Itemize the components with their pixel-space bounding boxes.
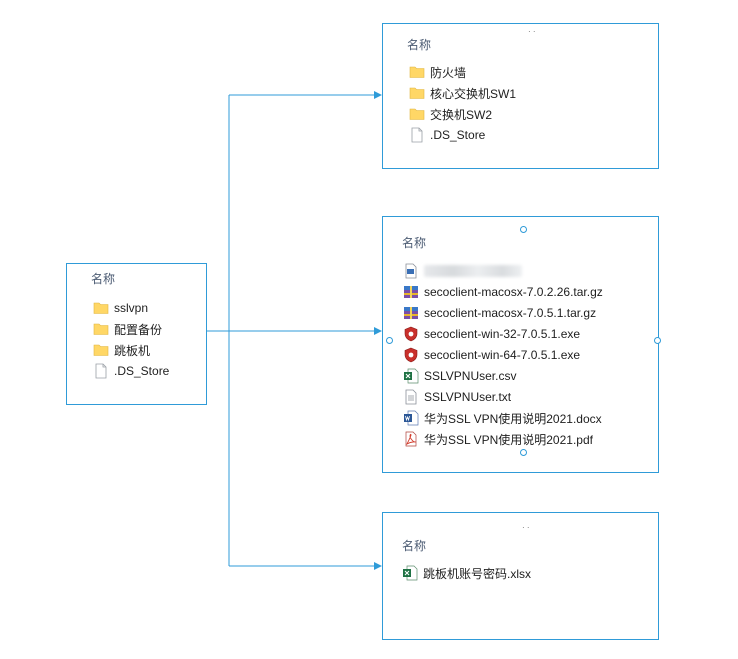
marker-dot: · · [522, 523, 530, 532]
jump-folder-box: 名称 · · 跳板机账号密码.xlsx [382, 512, 659, 640]
archive-icon [403, 305, 424, 321]
pdf-icon [403, 431, 424, 447]
folder-icon [409, 106, 430, 122]
selection-handle-top[interactable] [520, 226, 527, 233]
column-header-name: 名称 [407, 38, 432, 52]
item-label: SSLVPNUser.csv [424, 369, 517, 383]
root-list-item[interactable]: sslvpn [93, 298, 148, 318]
item-label: secoclient-win-32-7.0.5.1.exe [424, 327, 581, 341]
excel-icon [402, 565, 423, 581]
backup-list-item[interactable]: .DS_Store [409, 125, 485, 145]
item-label: .DS_Store [430, 128, 486, 142]
sslvpn-list-item[interactable]: SSLVPNUser.csv [403, 366, 516, 386]
column-header-name: 名称 [402, 236, 427, 250]
marker-dot: · · [528, 27, 536, 36]
word-icon [403, 410, 424, 426]
sslvpn-list-item[interactable]: secoclient-win-32-7.0.5.1.exe [403, 324, 580, 344]
item-label: 核心交换机SW1 [430, 86, 517, 101]
item-label: 华为SSL VPN使用说明2021.pdf [424, 432, 593, 447]
selection-handle-right[interactable] [654, 337, 661, 344]
item-label: secoclient-win-64-7.0.5.1.exe [424, 348, 581, 362]
shield-exe-icon [403, 326, 424, 342]
file-icon [409, 127, 430, 143]
redacted-label [424, 265, 522, 277]
root-folder-box: 名称 sslvpn 配置备份跳板机 .DS_Store [66, 263, 207, 405]
backup-folder-box: 名称 · · 防火墙核心交换机SW1 交换机SW2 .DS_Store [382, 23, 659, 169]
sslvpn-list-item[interactable]: 华为SSL VPN使用说明2021.pdf [403, 429, 593, 449]
folder-icon [409, 85, 430, 101]
archive-icon [403, 284, 424, 300]
folder-icon [93, 300, 114, 316]
item-label: sslvpn [114, 301, 149, 315]
item-label: 华为SSL VPN使用说明2021.docx [424, 411, 602, 426]
item-label: 配置备份 [114, 322, 163, 337]
column-header-name: 名称 [91, 272, 116, 286]
item-label: 交换机SW2 [430, 107, 493, 122]
column-header-name: 名称 [402, 539, 427, 553]
root-list-item[interactable]: .DS_Store [93, 361, 169, 381]
item-label: secoclient-macosx-7.0.2.26.tar.gz [424, 285, 603, 299]
item-label: secoclient-macosx-7.0.5.1.tar.gz [424, 306, 597, 320]
backup-list-item[interactable]: 交换机SW2 [409, 104, 492, 124]
shield-exe-icon [403, 347, 424, 363]
backup-list-item[interactable]: 防火墙 [409, 62, 466, 82]
jump-list-item[interactable]: 跳板机账号密码.xlsx [402, 563, 531, 583]
backup-list-item[interactable]: 核心交换机SW1 [409, 83, 516, 103]
sslvpn-list-item[interactable] [403, 261, 522, 281]
item-label: 跳板机账号密码.xlsx [423, 566, 532, 581]
folder-icon [93, 342, 114, 358]
excel-icon [403, 368, 424, 384]
item-label: 防火墙 [430, 65, 467, 80]
root-list-item[interactable]: 配置备份 [93, 319, 162, 339]
selection-handle-left[interactable] [386, 337, 393, 344]
sslvpn-list-item[interactable]: 华为SSL VPN使用说明2021.docx [403, 408, 602, 428]
folder-icon [93, 321, 114, 337]
selection-handle-bottom[interactable] [520, 449, 527, 456]
text-file-icon [403, 389, 424, 405]
sslvpn-list-item[interactable]: SSLVPNUser.txt [403, 387, 511, 407]
item-label: SSLVPNUser.txt [424, 390, 512, 404]
sslvpn-list-item[interactable]: secoclient-macosx-7.0.5.1.tar.gz [403, 303, 596, 323]
sslvpn-list-item[interactable]: secoclient-win-64-7.0.5.1.exe [403, 345, 580, 365]
file-icon [93, 363, 114, 379]
folder-icon [409, 64, 430, 80]
root-list-item[interactable]: 跳板机 [93, 340, 150, 360]
sslvpn-list-item[interactable]: secoclient-macosx-7.0.2.26.tar.gz [403, 282, 603, 302]
item-label: 跳板机 [114, 343, 151, 358]
item-label: .DS_Store [114, 364, 170, 378]
image-file-icon [403, 263, 424, 279]
sslvpn-folder-box: 名称 secoclient-macosx-7.0.2.26.tar.gz seco… [382, 216, 659, 473]
